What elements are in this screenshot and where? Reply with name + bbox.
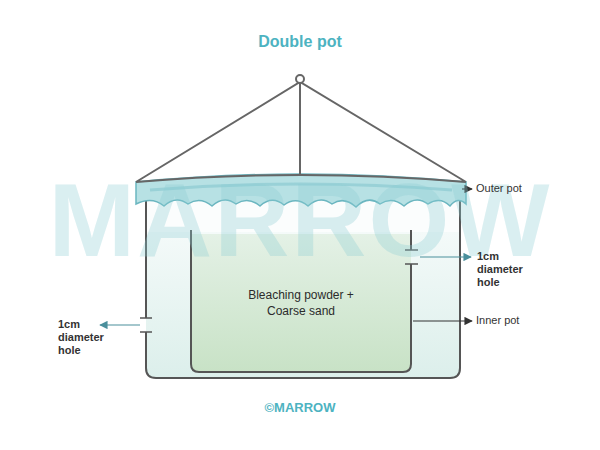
part-label: Outer pot	[476, 182, 586, 195]
hole-label: 1cm diameter hole	[58, 318, 114, 358]
leader-arrow	[100, 324, 140, 325]
hole-label: 1cm diameter hole	[477, 250, 537, 290]
inner-pot-contents: Bleaching powder + Coarse sand	[193, 236, 409, 370]
part-label: Inner pot	[476, 314, 586, 327]
wire-knot	[296, 75, 304, 83]
diagram-title: Double pot	[0, 33, 600, 51]
copyright-mark: ©MARROW	[0, 400, 600, 416]
wire-handle	[136, 82, 466, 182]
contents-text: Bleaching powder + Coarse sand	[236, 287, 366, 319]
leader-arrow	[413, 320, 472, 321]
outer-hole-mark	[140, 318, 152, 332]
